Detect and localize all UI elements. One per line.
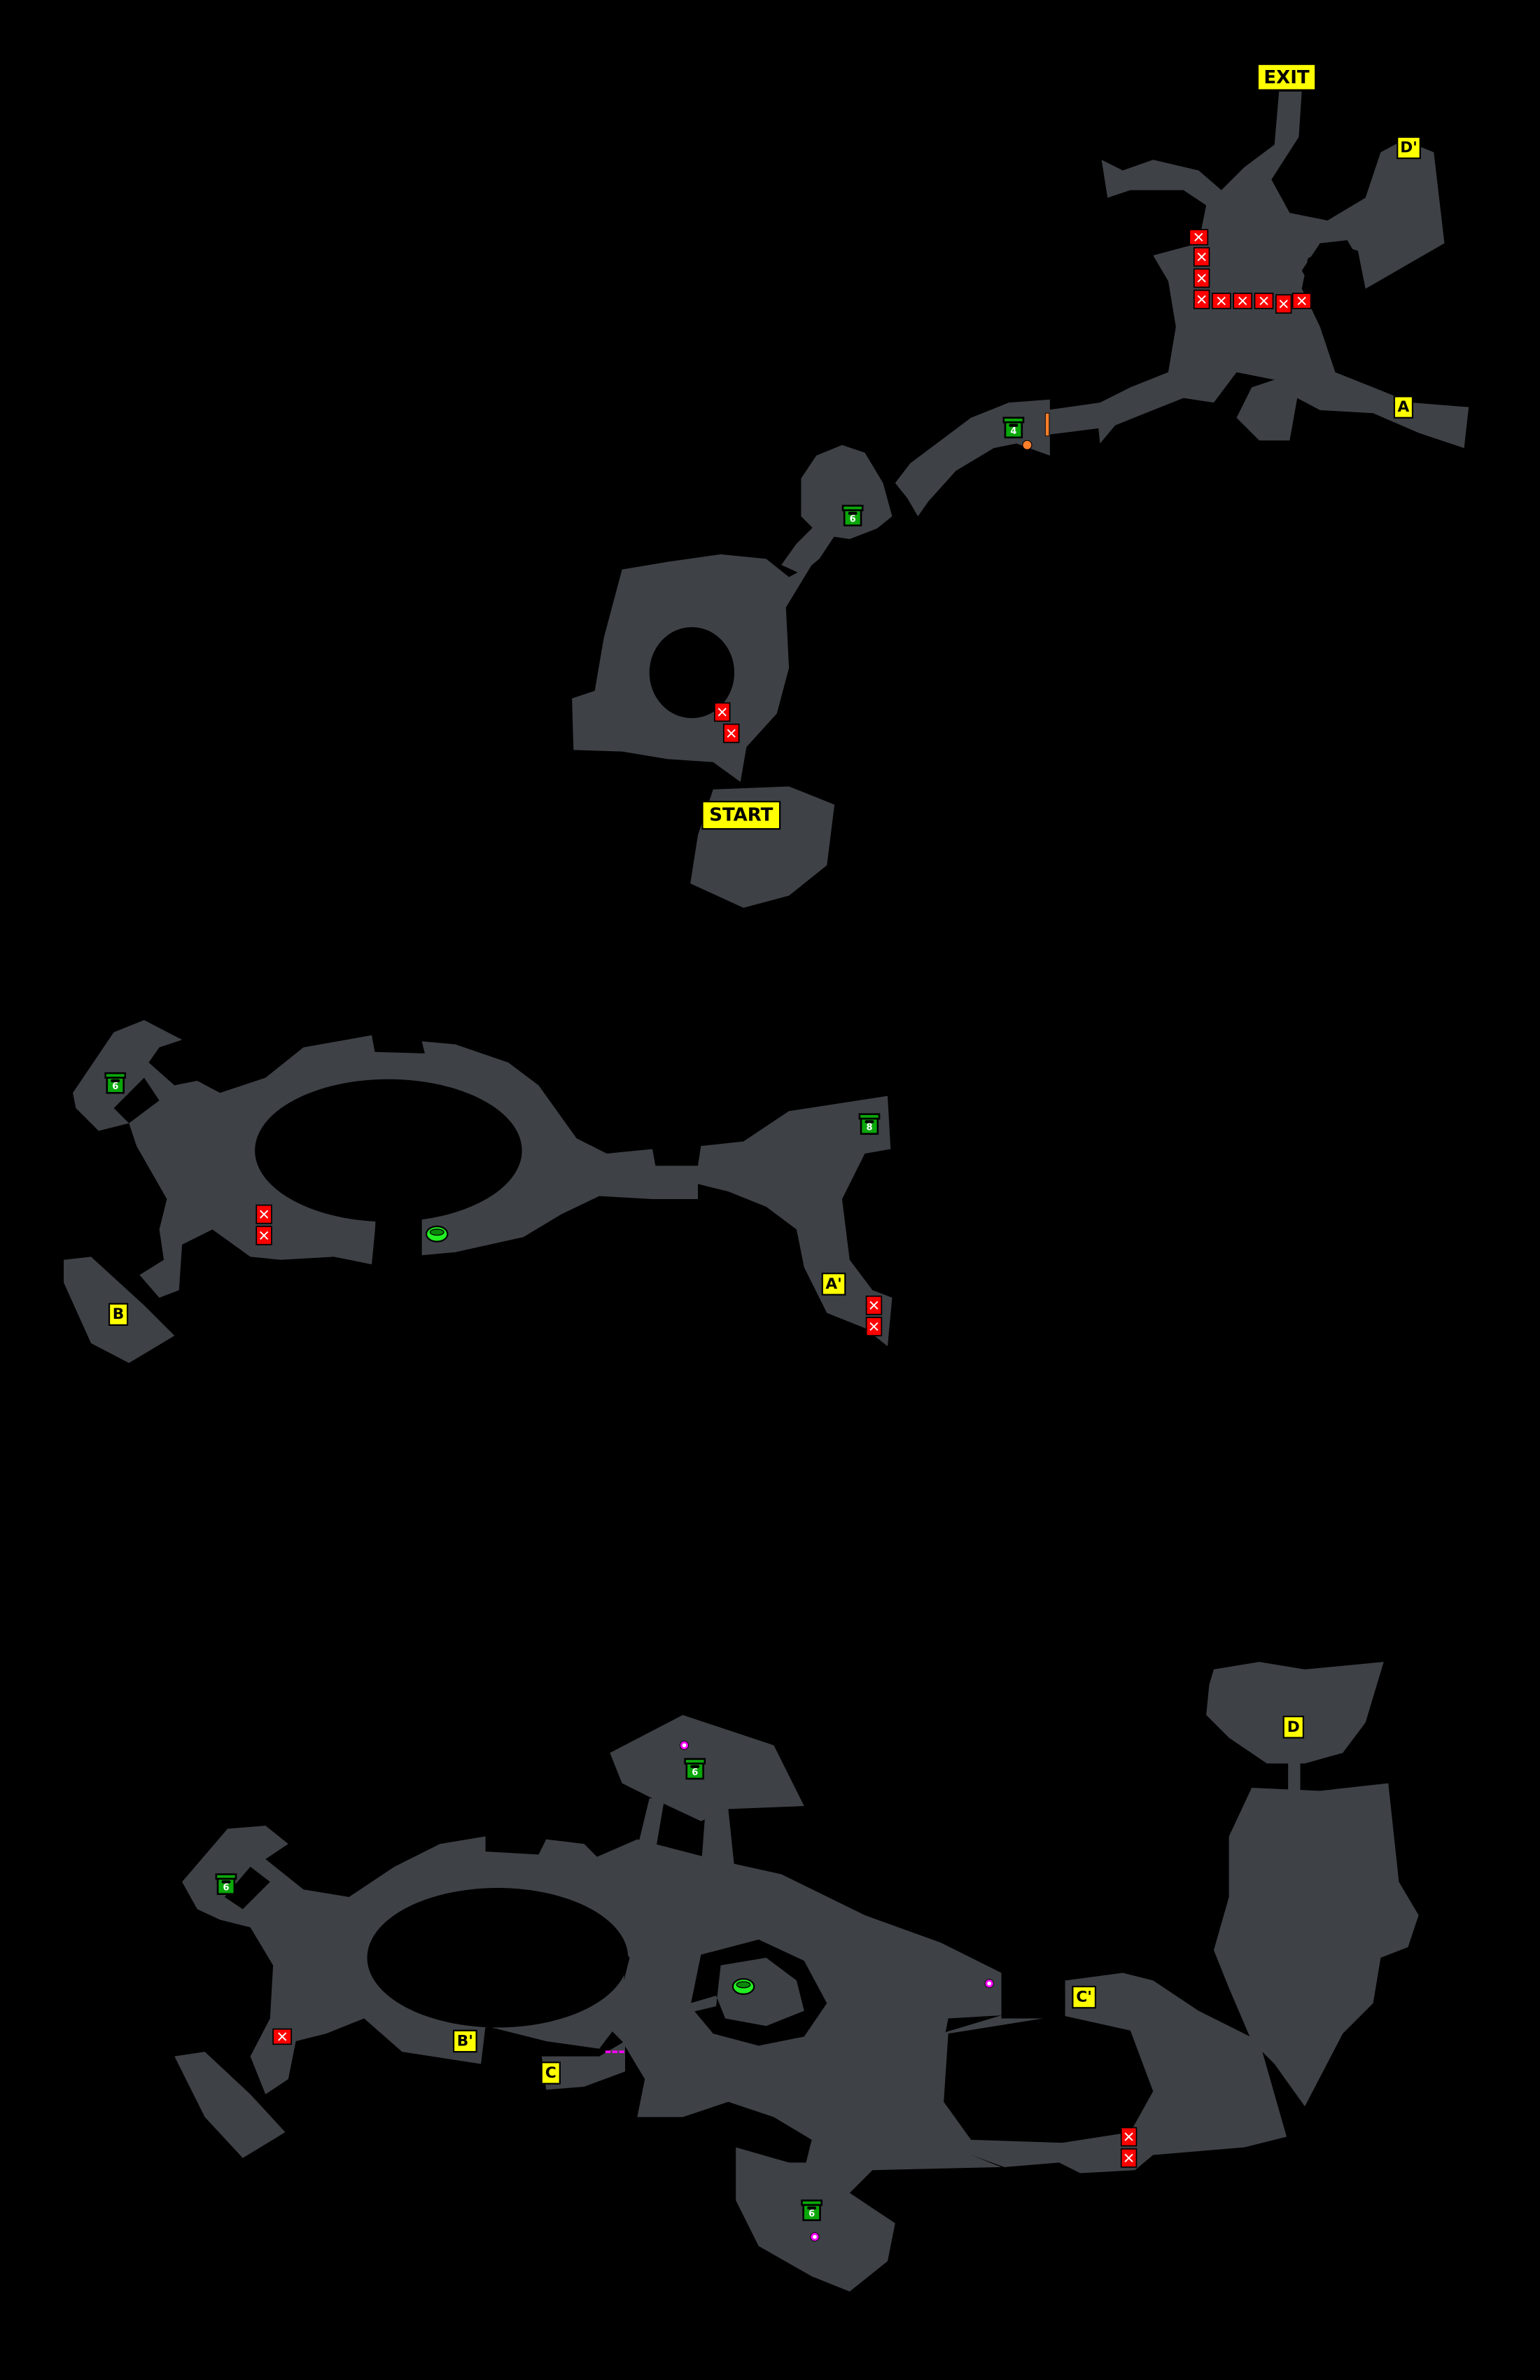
cave-gap (113, 1077, 160, 1124)
svg-text:B': B' (457, 2032, 473, 2050)
warp-label-d: D (1282, 1716, 1304, 1739)
cave-bottom-left-room (174, 2052, 286, 2158)
middle-floor (64, 1020, 892, 1364)
pot-icon[interactable] (732, 1978, 755, 1995)
cave-right-hall (1213, 1783, 1419, 2107)
cave-connector (1288, 1760, 1301, 1794)
warp-label-c: C (540, 2062, 561, 2085)
switch-icon[interactable] (680, 1740, 690, 1750)
exit-label: EXIT (1256, 63, 1317, 91)
cave-connector (701, 1809, 735, 1870)
warp-label-b-prime: B' (452, 2029, 477, 2053)
warp-label-a: A (1393, 396, 1414, 419)
svg-text:C': C' (1076, 1989, 1092, 2006)
blocker-x-icon (865, 1317, 883, 1336)
svg-text:A': A' (825, 1275, 841, 1293)
blocker-x-icon (255, 1226, 272, 1245)
labels: EXIT START D' A A' B D C' B' C (108, 63, 1421, 2085)
blocker-x-icon (1193, 268, 1210, 288)
svg-text:A: A (1398, 398, 1410, 416)
cave-exit-area (1046, 91, 1469, 449)
svg-text:D': D' (1400, 139, 1418, 156)
blocker-x-icon (1275, 294, 1292, 314)
treasure-chest-icon[interactable]: 4 (1002, 416, 1025, 439)
blocker-x-icon (255, 1204, 272, 1224)
treasure-chest-icon[interactable]: 6 (215, 1873, 237, 1896)
blocker-x-icon (1211, 293, 1231, 309)
top-floor (572, 91, 1469, 908)
treasure-chest-icon[interactable]: 6 (841, 505, 864, 526)
svg-text:START: START (709, 805, 773, 826)
door-icon[interactable] (1044, 412, 1050, 437)
cave-top-room (610, 1714, 804, 1821)
switch-icon[interactable] (810, 2232, 820, 2242)
svg-text:C: C (545, 2064, 556, 2082)
bottom-floor (174, 1662, 1419, 2292)
chest-count: 6 (223, 1883, 229, 1893)
chest-count: 6 (850, 514, 856, 524)
cave-hole (255, 1079, 522, 1222)
svg-text:D: D (1287, 1718, 1300, 1736)
cave-hole (649, 626, 735, 718)
blocker-x-icon (723, 723, 740, 743)
cave-small-room (801, 444, 892, 540)
cave-connector (781, 524, 838, 574)
svg-text:B: B (113, 1306, 125, 1323)
blocker-x-icon (1233, 293, 1253, 309)
chest-count: 6 (808, 2209, 815, 2220)
treasure-chest-icon[interactable]: 6 (684, 1758, 706, 1780)
warp-label-a-prime: A' (821, 1273, 846, 1296)
cave-gap (224, 1866, 270, 1910)
blocker-x-icon (272, 2028, 293, 2045)
blocker-x-icon (865, 1295, 883, 1315)
blocker-x-icon (1120, 2148, 1138, 2168)
objects (425, 412, 1050, 2242)
start-label: START (701, 801, 781, 830)
treasure-chest-icon[interactable]: 6 (801, 2199, 822, 2222)
pot-icon[interactable] (425, 1225, 449, 1242)
blocker-x-icon (1193, 247, 1210, 267)
blocker-x-icon (1292, 293, 1312, 309)
warp-label-d-prime: D' (1396, 136, 1421, 160)
treasure-chest-icon[interactable]: 6 (104, 1072, 127, 1094)
switch-icon[interactable] (984, 1979, 994, 1989)
chests: 4 6 6 8 6 6 6 (104, 416, 1025, 2222)
cave-d-room (1206, 1662, 1384, 1764)
cave-c-corridor (541, 2040, 626, 2090)
treasure-chest-icon[interactable]: 8 (858, 1113, 881, 1135)
svg-text:EXIT: EXIT (1264, 67, 1309, 88)
warp-label-c-prime: C' (1072, 1985, 1097, 2009)
chest-count: 6 (692, 1768, 698, 1778)
cave-corridor (895, 399, 1050, 517)
chest-count: 8 (866, 1123, 872, 1133)
cave-hole (367, 1888, 629, 2028)
orange-switch-icon[interactable] (1022, 440, 1032, 450)
cave-hole (944, 2015, 1154, 2143)
cave-gap (373, 1206, 422, 1265)
blockers (255, 229, 1312, 2168)
warp-label-b: B (108, 1303, 129, 1326)
chest-count: 4 (1010, 426, 1016, 437)
chest-count: 6 (112, 1082, 118, 1092)
cave-gap (1001, 1970, 1065, 2019)
blocker-x-icon (1120, 2127, 1138, 2147)
blocker-x-icon (1193, 289, 1210, 309)
blocker-x-icon (1254, 293, 1274, 309)
cave-hole (1301, 240, 1358, 298)
blocker-x-icon (1189, 229, 1209, 246)
blocker-x-icon (714, 702, 731, 722)
